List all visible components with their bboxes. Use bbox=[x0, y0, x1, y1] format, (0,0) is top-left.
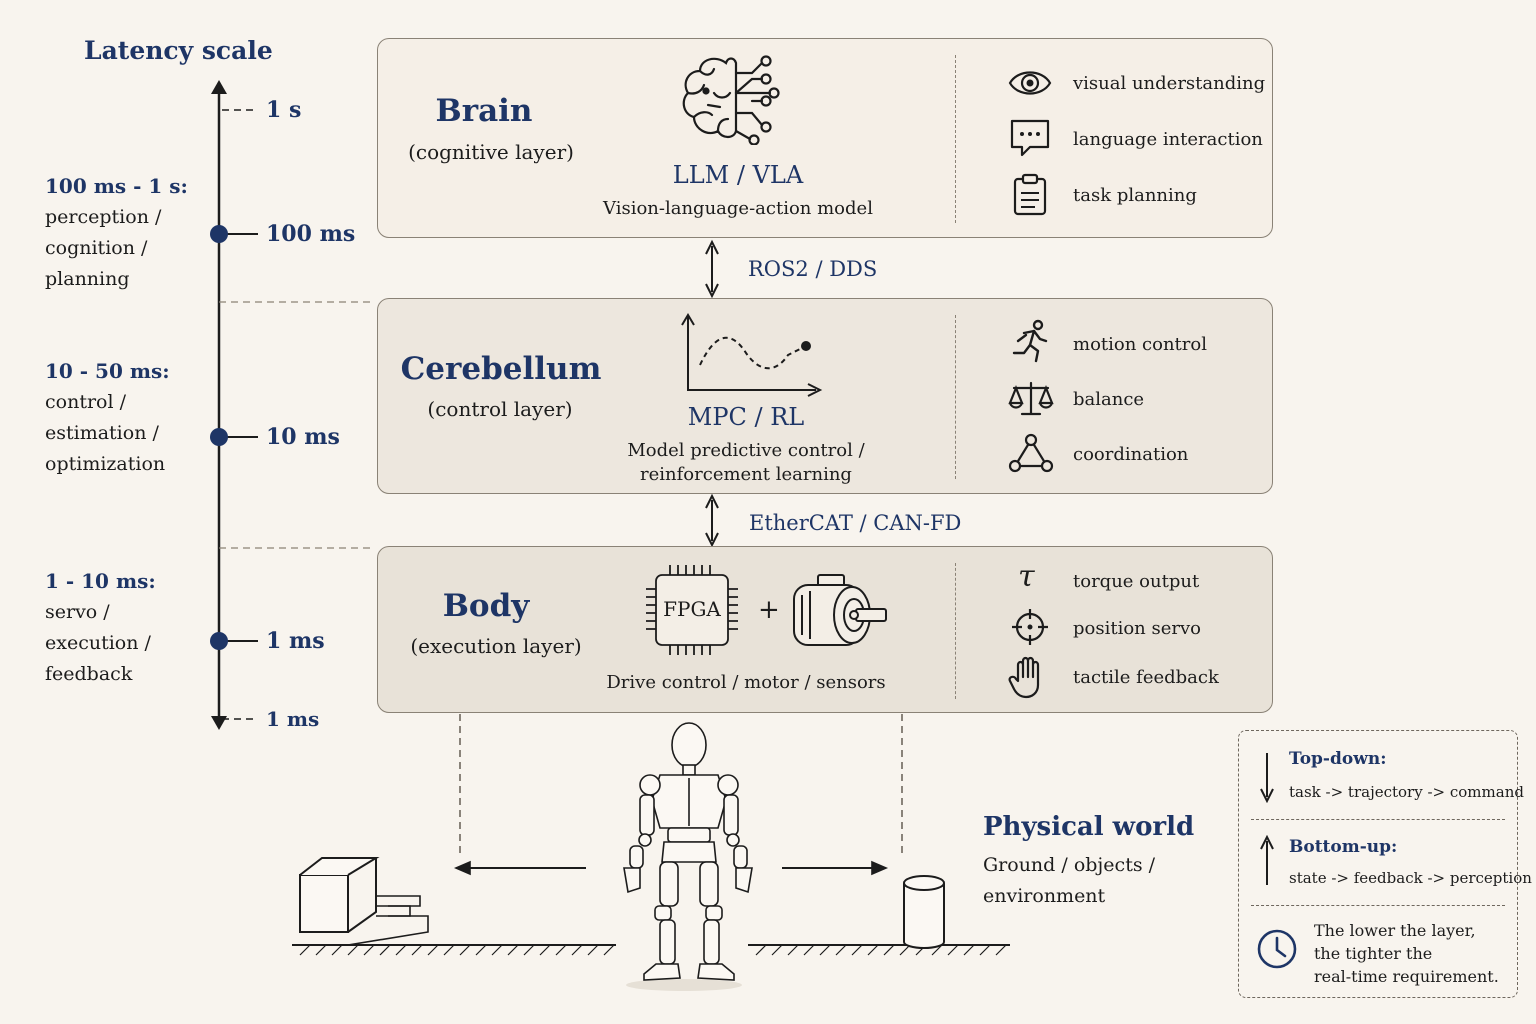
tick-label-10ms: 10 ms bbox=[266, 424, 340, 450]
trajectory-plot-icon bbox=[681, 313, 823, 397]
tick-dot-100ms bbox=[210, 225, 228, 243]
legend-divider bbox=[1251, 819, 1505, 820]
latency-range-control: 10 - 50 ms: control / estimation / optim… bbox=[45, 356, 205, 480]
physical-world-title: Physical world bbox=[983, 812, 1195, 842]
plus-sign: + bbox=[758, 595, 780, 625]
motor-icon bbox=[793, 574, 887, 646]
legend-top-down-text: task -> trajectory -> command bbox=[1289, 783, 1524, 801]
crosshair-icon bbox=[1012, 609, 1048, 645]
eye-icon bbox=[1008, 71, 1052, 95]
chat-icon bbox=[1010, 119, 1050, 157]
brain-tech-title: LLM / VLA bbox=[672, 161, 804, 189]
box-icon bbox=[299, 857, 429, 946]
physical-world-desc: Ground / objects / environment bbox=[983, 850, 1155, 912]
tick-dot-1ms bbox=[210, 632, 228, 650]
range-line: planning bbox=[45, 268, 130, 290]
body-title: Body bbox=[442, 588, 530, 624]
clipboard-icon bbox=[1013, 173, 1047, 216]
body-layer-box: Body (execution layer) FPGA + Drive cont… bbox=[377, 546, 1273, 713]
tick-label-1ms: 1 ms bbox=[266, 628, 325, 654]
brain-separator bbox=[955, 55, 956, 223]
body-subtitle: (execution layer) bbox=[410, 634, 582, 658]
cerebellum-separator bbox=[955, 315, 956, 479]
cerebellum-tech-desc-1: Model predictive control / bbox=[627, 440, 865, 461]
balance-scale-icon bbox=[1008, 381, 1054, 416]
range-line: execution / bbox=[45, 632, 151, 654]
feature-motion-control: motion control bbox=[1073, 334, 1207, 355]
brain-title: Brain bbox=[435, 93, 533, 129]
legend-top-down-title: Top-down: bbox=[1289, 749, 1387, 769]
legend-note-line: The lower the layer, bbox=[1314, 921, 1476, 940]
latency-scale-title: Latency scale bbox=[84, 36, 273, 65]
range-line: perception / bbox=[45, 206, 162, 228]
legend-note-line: the tighter the bbox=[1314, 944, 1433, 963]
feature-visual-understanding: visual understanding bbox=[1073, 73, 1266, 94]
arrow-up-icon bbox=[1260, 835, 1274, 885]
hand-icon bbox=[1008, 656, 1040, 699]
brain-tech-desc: Vision-language-action model bbox=[603, 198, 873, 219]
cerebellum-layer-box: Cerebellum (control layer) MPC / RL Mode… bbox=[377, 298, 1273, 494]
legend-bottom-up-text: state -> feedback -> perception bbox=[1289, 869, 1532, 887]
cylinder-icon bbox=[903, 875, 945, 949]
brain-layer-box: Brain (cognitive layer) LLM / VLA Vision… bbox=[377, 38, 1273, 238]
arrow-down-icon bbox=[1260, 753, 1274, 803]
tick-label-1ms-bottom: 1 ms bbox=[266, 707, 320, 731]
range-line: feedback bbox=[45, 663, 133, 685]
feature-position-servo: position servo bbox=[1073, 618, 1201, 639]
range-line: control / bbox=[45, 391, 126, 413]
latency-range-cognitive: 100 ms - 1 s: perception / cognition / p… bbox=[45, 171, 205, 295]
range-line: optimization bbox=[45, 453, 166, 475]
feature-tactile-feedback: tactile feedback bbox=[1073, 667, 1219, 688]
range-title: 100 ms - 1 s: bbox=[45, 174, 188, 198]
protocol-ros2-dds: ROS2 / DDS bbox=[748, 257, 878, 281]
tau-icon: τ bbox=[1018, 559, 1035, 594]
flow-legend: Top-down: task -> trajectory -> command … bbox=[1238, 730, 1532, 998]
latency-range-execution: 1 - 10 ms: servo / execution / feedback bbox=[45, 566, 205, 690]
legend-divider bbox=[1251, 905, 1505, 906]
cerebellum-tech-title: MPC / RL bbox=[687, 403, 805, 431]
tick-dot-10ms bbox=[210, 428, 228, 446]
range-line: servo / bbox=[45, 601, 110, 623]
cerebellum-subtitle: (control layer) bbox=[427, 397, 573, 421]
body-tech-desc: Drive control / motor / sensors bbox=[606, 672, 886, 693]
range-title: 10 - 50 ms: bbox=[45, 359, 170, 383]
chip-label: FPGA bbox=[663, 597, 721, 621]
feature-torque-output: torque output bbox=[1073, 571, 1200, 592]
running-icon bbox=[1012, 319, 1048, 363]
cerebellum-title: Cerebellum bbox=[400, 351, 602, 387]
legend-realtime-note: The lower the layer, the tighter the rea… bbox=[1314, 919, 1499, 988]
feature-language-interaction: language interaction bbox=[1073, 129, 1263, 150]
chip-icon: FPGA bbox=[642, 561, 742, 659]
legend-note-line: real-time requirement. bbox=[1314, 967, 1499, 986]
tick-label-100ms: 100 ms bbox=[266, 221, 356, 247]
cerebellum-tech-desc-2: reinforcement learning bbox=[640, 464, 852, 485]
robot-icon bbox=[623, 722, 753, 991]
tick-label-1s: 1 s bbox=[266, 97, 302, 123]
clock-icon bbox=[1257, 929, 1297, 969]
world-scene bbox=[292, 714, 1010, 991]
range-line: estimation / bbox=[45, 422, 159, 444]
physical-world-line: environment bbox=[983, 885, 1106, 907]
feature-balance: balance bbox=[1073, 389, 1145, 410]
brain-network-icon bbox=[682, 55, 780, 145]
layer-link-arrows bbox=[705, 239, 719, 548]
range-title: 1 - 10 ms: bbox=[45, 569, 156, 593]
brain-subtitle: (cognitive layer) bbox=[408, 140, 574, 164]
physical-world-line: Ground / objects / bbox=[983, 854, 1156, 876]
latency-axis bbox=[210, 80, 372, 730]
range-line: cognition / bbox=[45, 237, 148, 259]
feature-coordination: coordination bbox=[1073, 444, 1189, 465]
feature-task-planning: task planning bbox=[1073, 185, 1197, 206]
protocol-ethercat-canfd: EtherCAT / CAN-FD bbox=[749, 511, 962, 535]
legend-bottom-up-title: Bottom-up: bbox=[1289, 837, 1398, 857]
triangle-graph-icon bbox=[1008, 433, 1054, 473]
body-separator bbox=[955, 563, 956, 699]
